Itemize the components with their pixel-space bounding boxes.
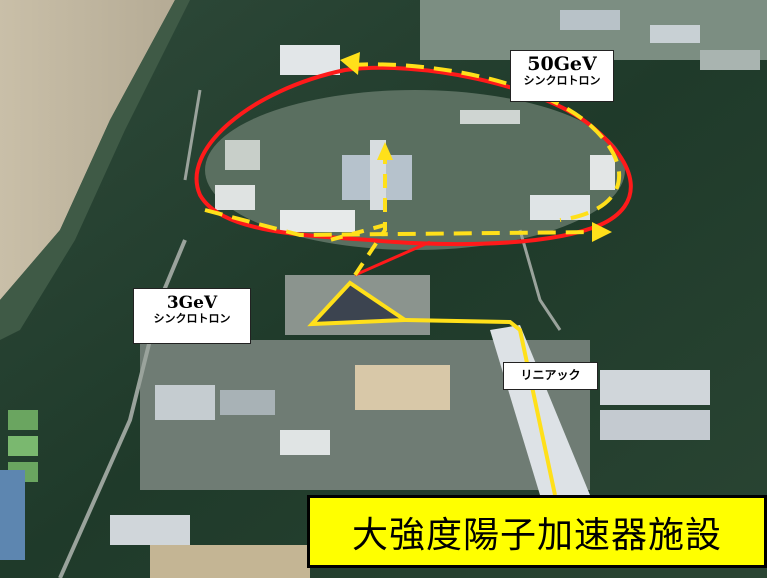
label-3gev-name: シンクロトロン <box>153 311 231 325</box>
building <box>600 370 710 405</box>
pool <box>8 410 38 430</box>
building <box>280 430 330 455</box>
bottom-strip <box>150 545 310 578</box>
label-3gev-synchrotron: 3GeV シンクロトロン <box>133 288 251 344</box>
building <box>280 45 340 75</box>
road <box>518 229 562 331</box>
3gev-ring-building <box>310 282 405 325</box>
beam-line-diagonal <box>329 223 386 242</box>
building <box>280 210 355 232</box>
beam-line-vertical <box>353 150 387 277</box>
building <box>220 390 275 415</box>
building <box>225 140 260 170</box>
label-50gev-name: シンクロトロン <box>523 73 601 87</box>
beam-line-ring <box>349 62 622 222</box>
red-transfer-line <box>354 240 431 277</box>
bare-field <box>355 365 450 410</box>
building <box>110 515 190 545</box>
beach-shadow <box>0 0 190 340</box>
arrow-head-icon <box>340 52 360 75</box>
label-3gev-energy: 3GeV <box>166 293 218 313</box>
linac-beam-line <box>404 318 557 496</box>
building <box>590 155 615 190</box>
arrow-head-icon <box>592 222 612 242</box>
beach-area <box>0 0 175 300</box>
building <box>600 410 710 440</box>
pool <box>8 436 38 456</box>
building <box>155 385 215 420</box>
beam-line-horizontal <box>204 208 601 238</box>
building <box>560 10 620 30</box>
label-50gev-synchrotron: 50GeV シンクロトロン <box>510 50 614 102</box>
building <box>215 185 255 210</box>
building <box>650 25 700 43</box>
3gev-ring-path <box>307 280 412 327</box>
arrow-head-icon <box>377 142 393 160</box>
caption-banner: 大強度陽子加速器施設 <box>307 495 767 568</box>
label-linac: リニアック <box>503 362 598 390</box>
road <box>58 239 187 578</box>
blue-building <box>0 470 25 560</box>
building <box>460 110 520 124</box>
road <box>183 89 202 181</box>
label-50gev-energy: 50GeV <box>527 53 597 75</box>
building <box>700 50 760 70</box>
